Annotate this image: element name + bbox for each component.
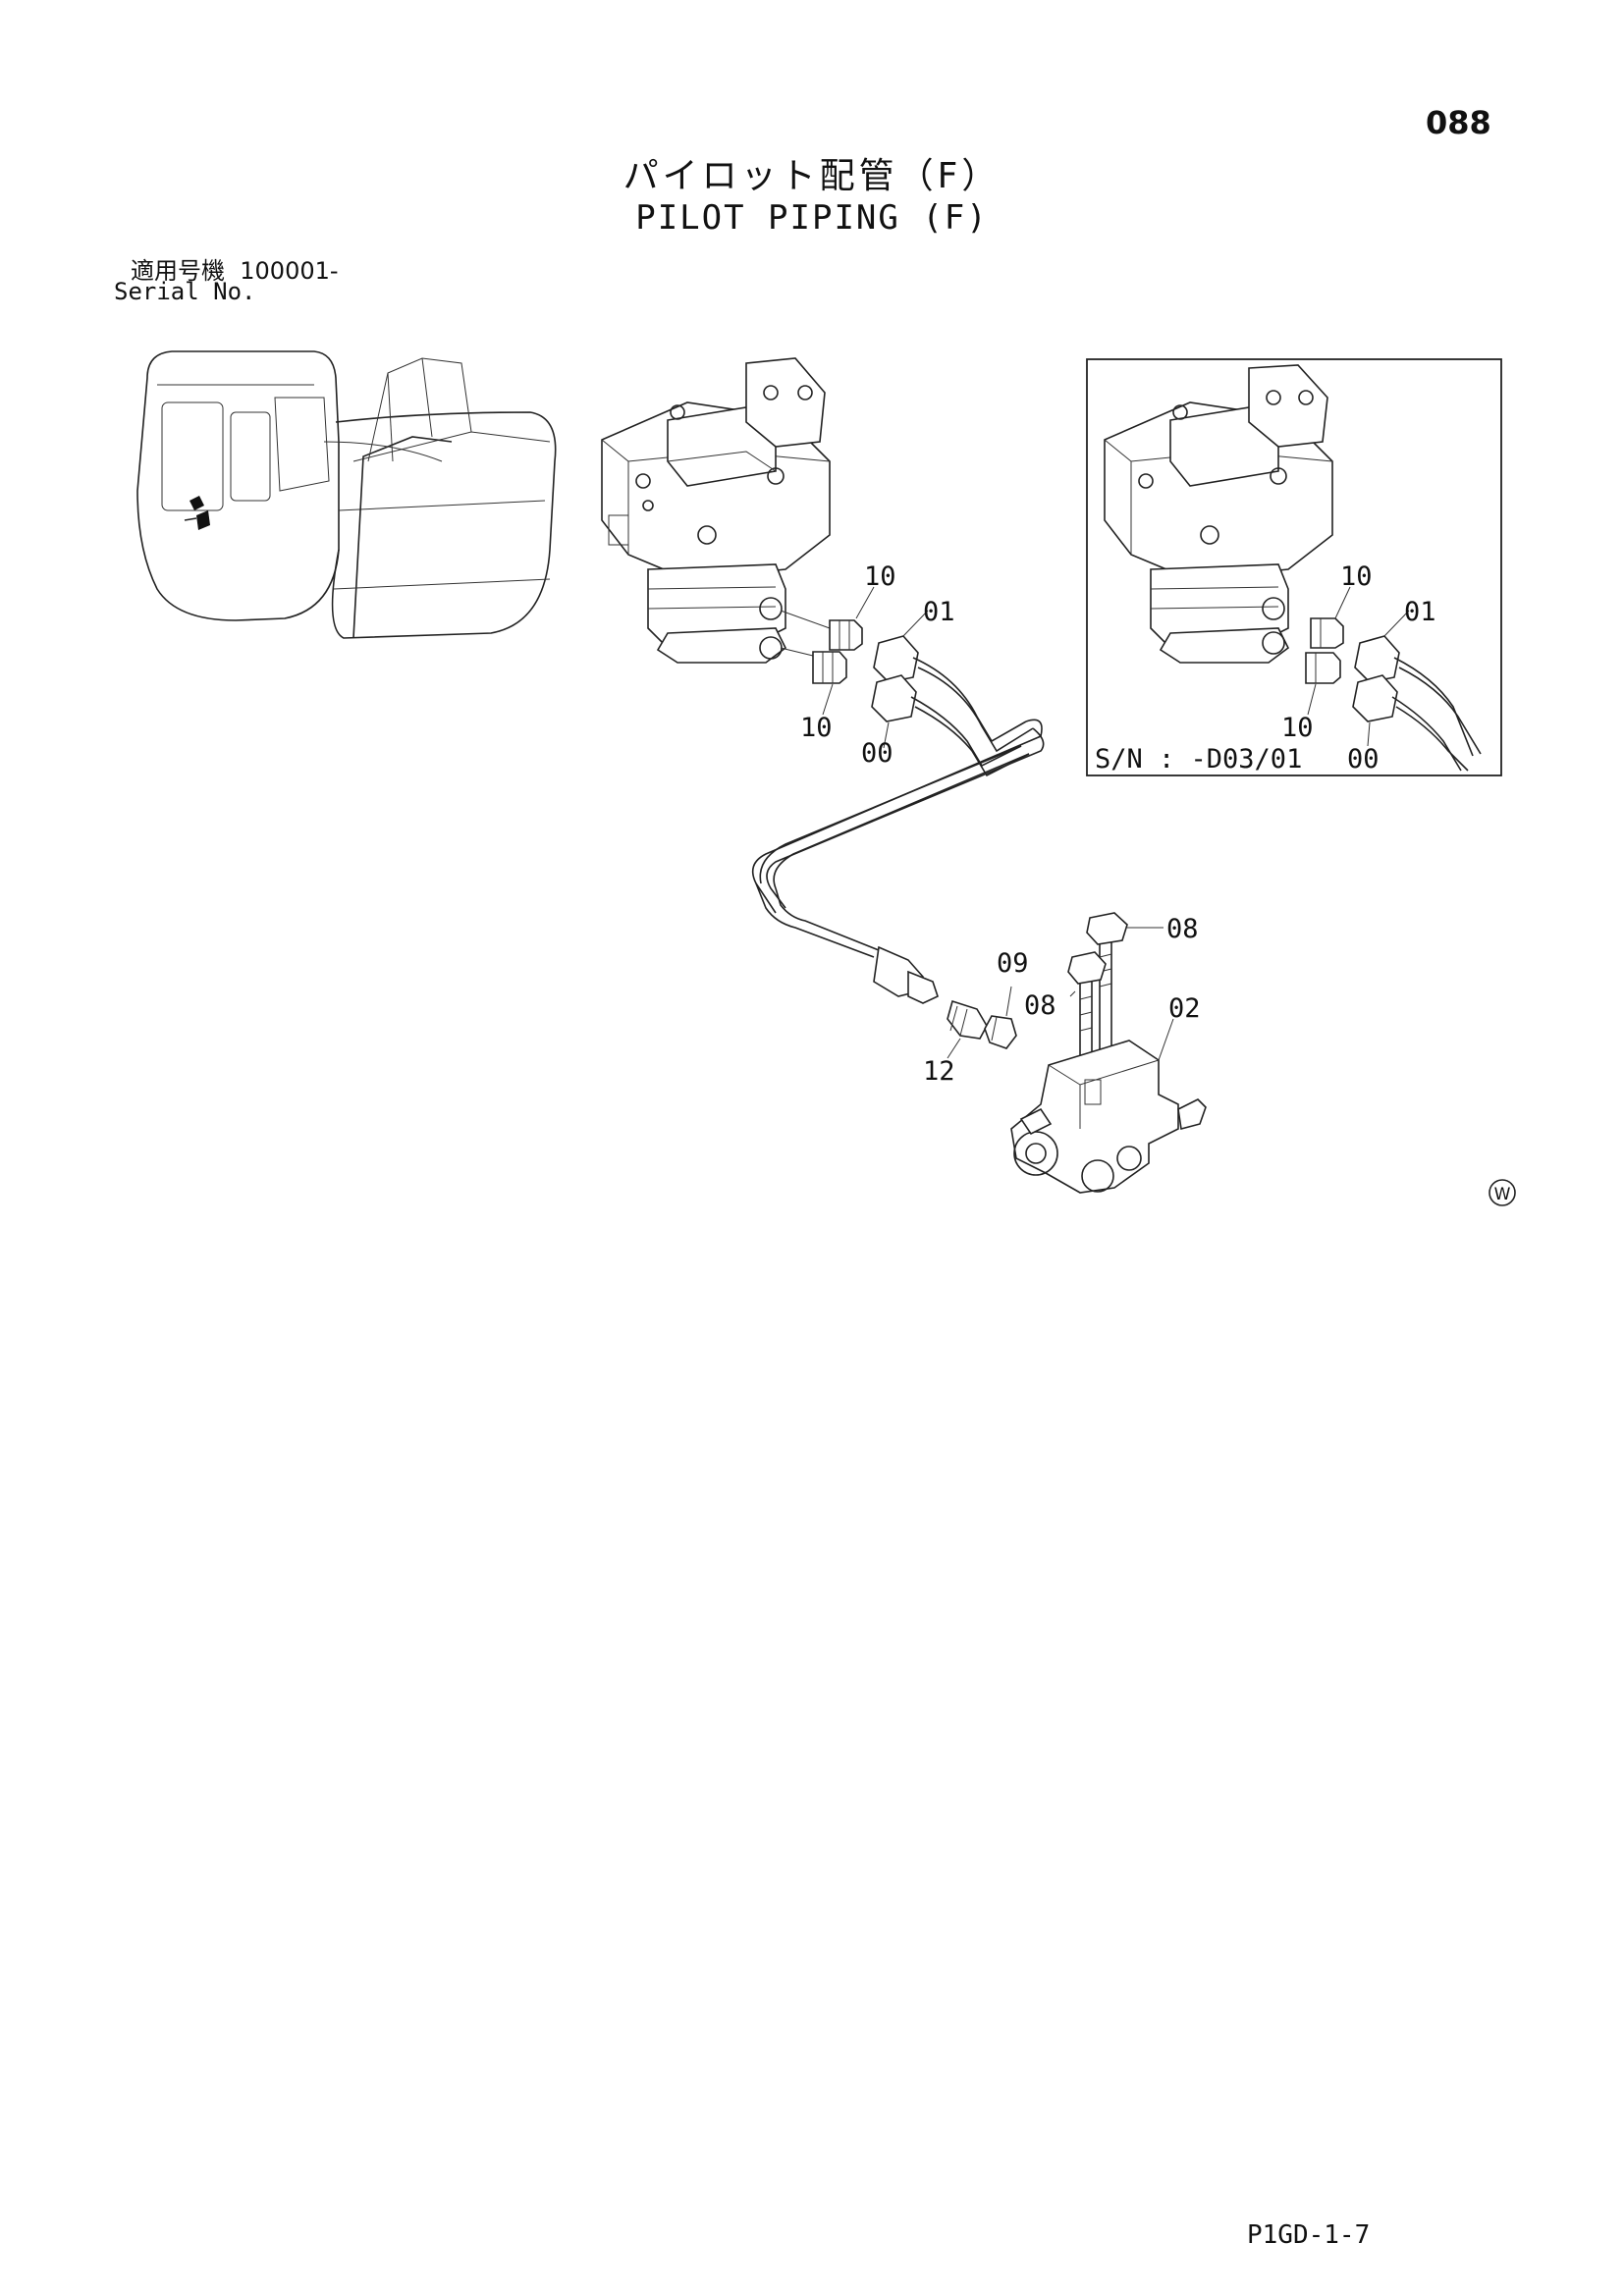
callout-00-main: 00 <box>861 738 893 769</box>
page-number: 088 <box>1426 104 1491 141</box>
callout-08-top: 08 <box>1166 914 1199 944</box>
page-title-english: PILOT PIPING (F) <box>635 198 989 238</box>
inset-motor-block <box>1104 364 1333 664</box>
inset-early-serial: 10 01 10 00 S/N : -D03/01 <box>1086 358 1502 776</box>
inset-hose-ends <box>1352 635 1482 772</box>
callout-02: 02 <box>1168 993 1201 1024</box>
bolt-08-top <box>1086 912 1128 1060</box>
serial-label-english: Serial No. <box>114 278 256 305</box>
fitting-10-main-upper <box>780 610 863 651</box>
excavator-overview-illustration <box>136 350 557 639</box>
watermark-w-icon: W <box>1489 1179 1516 1206</box>
page-title-japanese: パイロット配管（F） <box>623 156 1001 196</box>
fitting-10-main-lower <box>780 647 847 684</box>
inset-callout-00: 00 <box>1347 744 1380 774</box>
inset-callout-10-upper: 10 <box>1340 561 1373 592</box>
callout-08-left: 08 <box>1024 990 1056 1021</box>
inset-frame <box>1086 358 1502 776</box>
watermark-w-letter: W <box>1494 1185 1511 1204</box>
serial-label-japanese: 適用号機 100001- <box>131 251 339 286</box>
inset-serial-note: S/N : -D03/01 <box>1095 744 1302 774</box>
inset-fittings-10 <box>1305 617 1344 684</box>
callout-12: 12 <box>923 1056 955 1087</box>
operator-lever-icon <box>184 496 210 530</box>
inset-callout-01: 01 <box>1404 597 1436 627</box>
callout-10-main-lower: 10 <box>800 713 833 743</box>
bolt-08-left <box>1067 951 1107 1055</box>
shuttle-valve-02 <box>1010 1040 1207 1194</box>
pilot-hose-pipe-assembly <box>751 635 1045 1004</box>
fitting-09 <box>984 1015 1017 1049</box>
inset-callout-10-lower: 10 <box>1281 713 1314 743</box>
adapter-12 <box>947 999 988 1040</box>
serial-label-jp-text: 適用号機 <box>131 257 225 285</box>
footer-page-code: P1GD-1-7 <box>1247 2220 1371 2250</box>
pilot-motor-block-main <box>601 357 831 664</box>
callout-09: 09 <box>997 948 1029 979</box>
callout-01-main: 01 <box>923 597 955 627</box>
callout-leader-lines <box>822 586 1174 1061</box>
callout-10-main-upper: 10 <box>864 561 896 592</box>
serial-range: 100001- <box>240 257 339 285</box>
